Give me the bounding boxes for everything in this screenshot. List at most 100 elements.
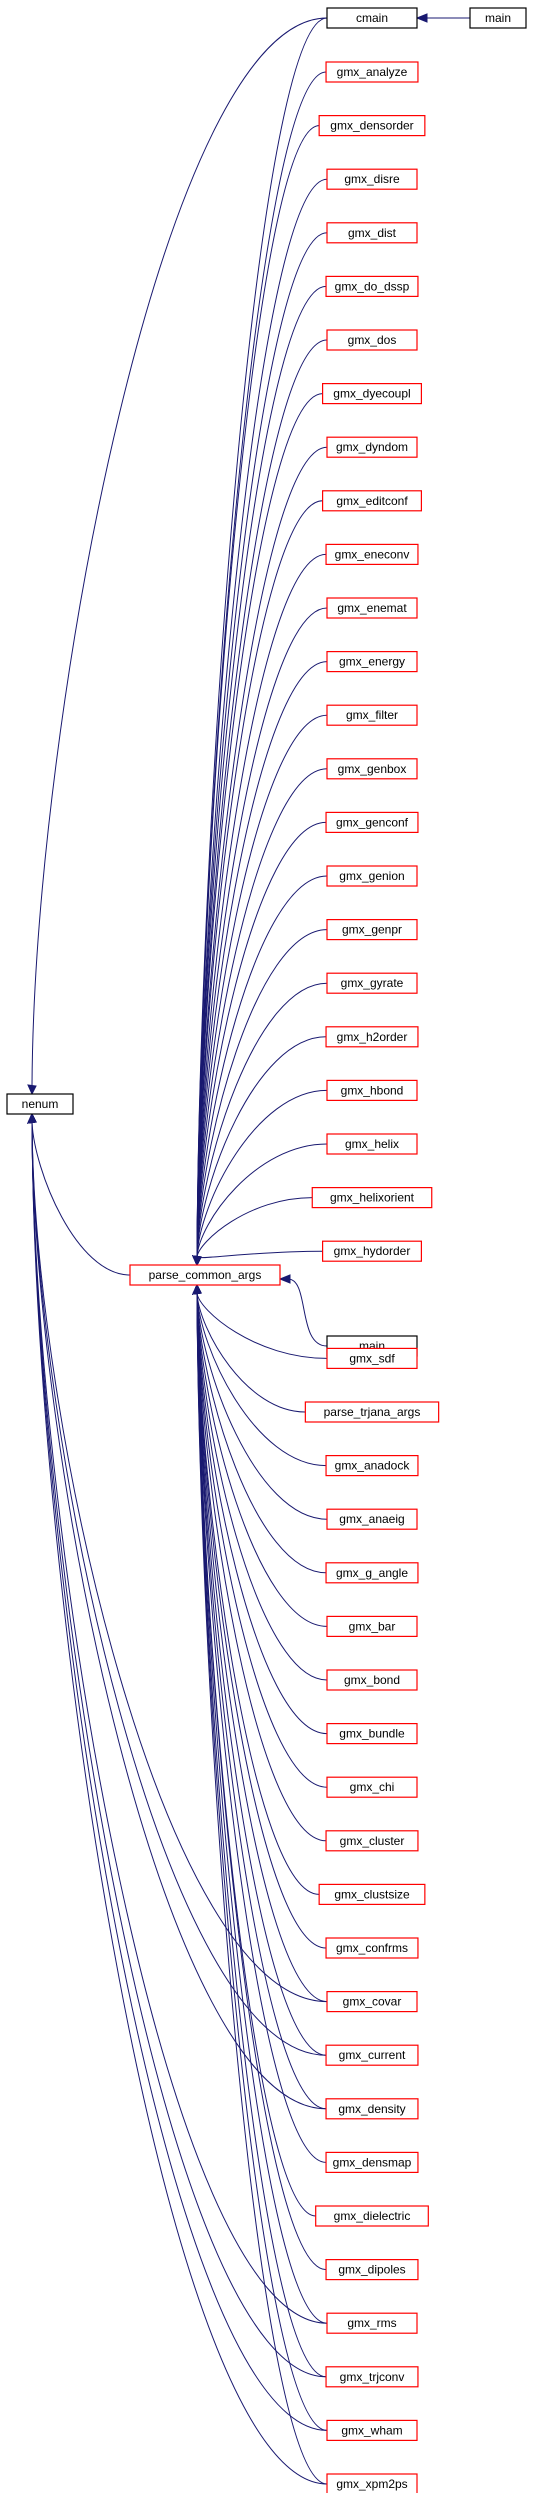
node-box[interactable] xyxy=(325,1026,419,1048)
node-box[interactable] xyxy=(129,1264,281,1286)
node-box[interactable] xyxy=(315,2205,429,2227)
node-gmx-clustsize[interactable]: gmx_clustsize xyxy=(318,1883,426,1906)
node-gmx-dist[interactable]: gmx_dist xyxy=(326,222,418,244)
node-gmx-helixorient[interactable]: gmx_helixorient xyxy=(311,1186,433,1209)
node-gmx-helix[interactable]: gmx_helix xyxy=(326,1133,418,1155)
node-gmx-hbond[interactable]: gmx_hbond xyxy=(326,1079,418,1102)
node-gmx-wham[interactable]: gmx_wham xyxy=(326,2419,418,2441)
node-gmx-filter[interactable]: gmx_filter xyxy=(326,704,418,726)
node-gmx-bar[interactable]: gmx_bar xyxy=(326,1615,418,1638)
node-box[interactable] xyxy=(326,1508,418,1530)
node-gmx-hydorder[interactable]: gmx_hydorder xyxy=(322,1240,423,1262)
node-gmx-genbox[interactable]: gmx_genbox xyxy=(326,758,418,780)
node-gmx-h2order[interactable]: gmx_h2order xyxy=(325,1026,419,1048)
node-gmx-anadock[interactable]: gmx_anadock xyxy=(325,1454,419,1477)
node-box[interactable] xyxy=(325,1830,419,1852)
node-box[interactable] xyxy=(326,865,418,887)
node-gmx-density[interactable]: gmx_density xyxy=(325,2098,419,2120)
node-gmx-eneconv[interactable]: gmx_eneconv xyxy=(325,543,419,566)
node-box[interactable] xyxy=(326,1776,418,1798)
node-parse-trjana-args[interactable]: parse_trjana_args xyxy=(304,1401,440,1423)
node-main-top[interactable]: main xyxy=(469,7,527,29)
node-gmx-xpm2ps[interactable]: gmx_xpm2ps xyxy=(326,2473,418,2493)
node-box[interactable] xyxy=(326,1990,418,2013)
node-gmx-genconf[interactable]: gmx_genconf xyxy=(325,811,419,834)
node-gmx-current[interactable]: gmx_current xyxy=(325,2044,419,2066)
node-parse-common-args[interactable]: parse_common_args xyxy=(129,1264,281,1286)
node-box[interactable] xyxy=(325,2044,419,2066)
node-box[interactable] xyxy=(322,383,423,405)
node-box[interactable] xyxy=(326,1079,418,1102)
node-box[interactable] xyxy=(325,2151,419,2173)
node-nenum[interactable]: nenum xyxy=(6,1093,74,1115)
node-box[interactable] xyxy=(326,2312,418,2334)
node-box[interactable] xyxy=(322,1240,423,1262)
node-box[interactable] xyxy=(326,436,418,458)
node-gmx-dyndom[interactable]: gmx_dyndom xyxy=(326,436,418,458)
node-box[interactable] xyxy=(325,1562,419,1584)
node-box[interactable] xyxy=(304,1401,440,1423)
node-box[interactable] xyxy=(326,704,418,726)
node-gmx-energy[interactable]: gmx_energy xyxy=(326,650,418,673)
node-gmx-confrms[interactable]: gmx_confrms xyxy=(325,1937,419,1959)
node-box[interactable] xyxy=(326,1669,418,1691)
node-gmx-covar[interactable]: gmx_covar xyxy=(326,1990,418,2013)
node-box[interactable] xyxy=(311,1186,433,1209)
node-box[interactable] xyxy=(325,811,419,834)
node-box[interactable] xyxy=(318,114,426,137)
node-gmx-cluster[interactable]: gmx_cluster xyxy=(325,1830,419,1852)
node-box[interactable] xyxy=(326,222,418,244)
node-box[interactable] xyxy=(325,2366,419,2388)
edge-gmx_xpm2ps-to-nenum xyxy=(31,1121,328,2485)
node-gmx-dyecoupl[interactable]: gmx_dyecoupl xyxy=(322,383,423,405)
node-box[interactable] xyxy=(325,1454,419,1477)
node-gmx-gyrate[interactable]: gmx_gyrate xyxy=(326,972,418,994)
node-gmx-rms[interactable]: gmx_rms xyxy=(326,2312,418,2334)
node-box[interactable] xyxy=(325,2259,419,2281)
node-box[interactable] xyxy=(326,597,418,619)
node-box[interactable] xyxy=(325,2098,419,2120)
node-gmx-dipoles[interactable]: gmx_dipoles xyxy=(325,2259,419,2281)
node-gmx-dos[interactable]: gmx_dos xyxy=(326,329,418,351)
node-box[interactable] xyxy=(325,275,419,297)
node-box[interactable] xyxy=(326,2473,418,2493)
node-box[interactable] xyxy=(322,490,423,512)
node-gmx-bond[interactable]: gmx_bond xyxy=(326,1669,418,1691)
node-box[interactable] xyxy=(325,1937,419,1959)
node-gmx-trjconv[interactable]: gmx_trjconv xyxy=(325,2366,419,2388)
node-box[interactable] xyxy=(326,7,418,29)
node-box[interactable] xyxy=(325,61,419,83)
node-gmx-analyze[interactable]: gmx_analyze xyxy=(325,61,419,83)
node-gmx-chi[interactable]: gmx_chi xyxy=(326,1776,418,1798)
node-box[interactable] xyxy=(326,329,418,351)
node-box[interactable] xyxy=(326,1133,418,1155)
node-cmain[interactable]: cmain xyxy=(326,7,418,29)
node-box[interactable] xyxy=(6,1093,74,1115)
node-box[interactable] xyxy=(326,2419,418,2441)
node-box[interactable] xyxy=(326,972,418,994)
node-box[interactable] xyxy=(326,918,418,941)
node-box[interactable] xyxy=(325,543,419,566)
node-gmx-genion[interactable]: gmx_genion xyxy=(326,865,418,887)
node-box[interactable] xyxy=(326,1722,418,1745)
node-box[interactable] xyxy=(469,7,527,29)
node-gmx-densmap[interactable]: gmx_densmap xyxy=(325,2151,419,2173)
node-gmx-sdf[interactable]: gmx_sdf xyxy=(326,1347,418,1370)
node-box[interactable] xyxy=(326,758,418,780)
node-box[interactable] xyxy=(326,650,418,673)
node-gmx-bundle[interactable]: gmx_bundle xyxy=(326,1722,418,1745)
node-label: gmx_rms xyxy=(347,2316,396,2330)
node-gmx-disre[interactable]: gmx_disre xyxy=(326,168,418,190)
node-box[interactable] xyxy=(326,1347,418,1370)
node-gmx-densorder[interactable]: gmx_densorder xyxy=(318,114,426,137)
node-box[interactable] xyxy=(318,1883,426,1906)
node-gmx-g-angle[interactable]: gmx_g_angle xyxy=(325,1562,419,1584)
node-gmx-genpr[interactable]: gmx_genpr xyxy=(326,918,418,941)
node-gmx-enemat[interactable]: gmx_enemat xyxy=(326,597,418,619)
node-box[interactable] xyxy=(326,168,418,190)
node-box[interactable] xyxy=(326,1615,418,1638)
node-gmx-anaeig[interactable]: gmx_anaeig xyxy=(326,1508,418,1530)
node-gmx-editconf[interactable]: gmx_editconf xyxy=(322,490,423,512)
node-gmx-do-dssp[interactable]: gmx_do_dssp xyxy=(325,275,419,297)
node-gmx-dielectric[interactable]: gmx_dielectric xyxy=(315,2205,429,2227)
